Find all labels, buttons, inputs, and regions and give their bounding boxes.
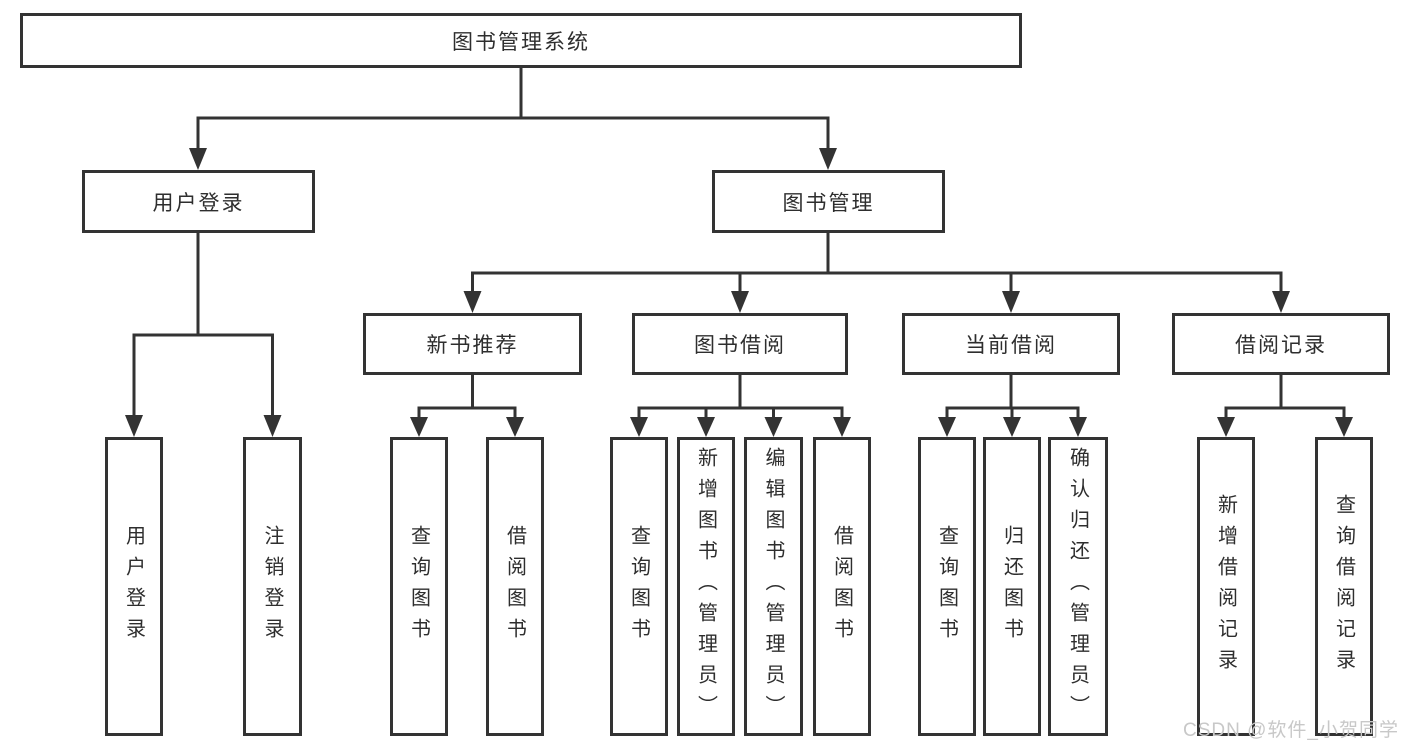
node-library-management-system: 图书管理系统 [20, 13, 1022, 68]
node-label: 编辑图书（管理员） [762, 447, 784, 726]
node-user-login: 用户登录 [82, 170, 315, 233]
node-label: 查询图书 [407, 524, 430, 649]
node-label: 当前借阅 [965, 334, 1057, 357]
node-new-book-recommend: 新书推荐 [363, 313, 582, 375]
node-label: 新增图书（管理员） [694, 447, 717, 726]
leaf-query-books-current: 查询图书 [918, 437, 976, 736]
leaf-add-books-admin: 新增图书（管理员） [677, 437, 735, 736]
leaf-borrow-books: 借阅图书 [813, 437, 871, 736]
node-label: 确认归还（管理员） [1066, 447, 1089, 726]
leaf-query-borrow-record: 查询借阅记录 [1315, 437, 1373, 736]
node-label: 图书管理 [782, 191, 875, 215]
node-label: 借阅记录 [1235, 334, 1327, 357]
leaf-borrow-books-recommend: 借阅图书 [486, 437, 544, 736]
leaf-return-books: 归还图书 [983, 437, 1041, 736]
node-label: 新增借阅记录 [1214, 493, 1237, 680]
leaf-edit-books-admin: 编辑图书（管理员） [744, 437, 803, 736]
leaf-query-books-borrow: 查询图书 [610, 437, 668, 736]
node-label: 新书推荐 [426, 334, 519, 357]
arrowheads [125, 148, 1353, 437]
node-label: 查询借阅记录 [1332, 493, 1355, 680]
node-label: 用户登录 [122, 524, 145, 649]
node-label: 归还图书 [1000, 524, 1023, 649]
leaf-add-borrow-record: 新增借阅记录 [1197, 437, 1255, 736]
node-label: 图书管理系统 [452, 30, 590, 54]
node-borrowing-records: 借阅记录 [1172, 313, 1390, 375]
node-label: 借阅图书 [503, 524, 526, 649]
node-label: 用户登录 [152, 191, 245, 215]
node-label: 图书借阅 [694, 334, 786, 357]
node-label: 借阅图书 [830, 524, 853, 649]
leaf-confirm-return-admin: 确认归还（管理员） [1048, 437, 1108, 736]
node-label: 注销登录 [261, 524, 283, 649]
leaf-user-login: 用户登录 [105, 437, 163, 736]
leaf-query-books-recommend: 查询图书 [390, 437, 448, 736]
watermark: CSDN @软件_小贺同学 [1183, 720, 1399, 741]
node-label: 查询图书 [935, 524, 958, 649]
node-label: 查询图书 [627, 524, 650, 649]
leaf-logout: 注销登录 [243, 437, 302, 736]
node-current-borrowing: 当前借阅 [902, 313, 1120, 375]
node-book-borrowing: 图书借阅 [632, 313, 848, 375]
node-book-management: 图书管理 [712, 170, 945, 233]
